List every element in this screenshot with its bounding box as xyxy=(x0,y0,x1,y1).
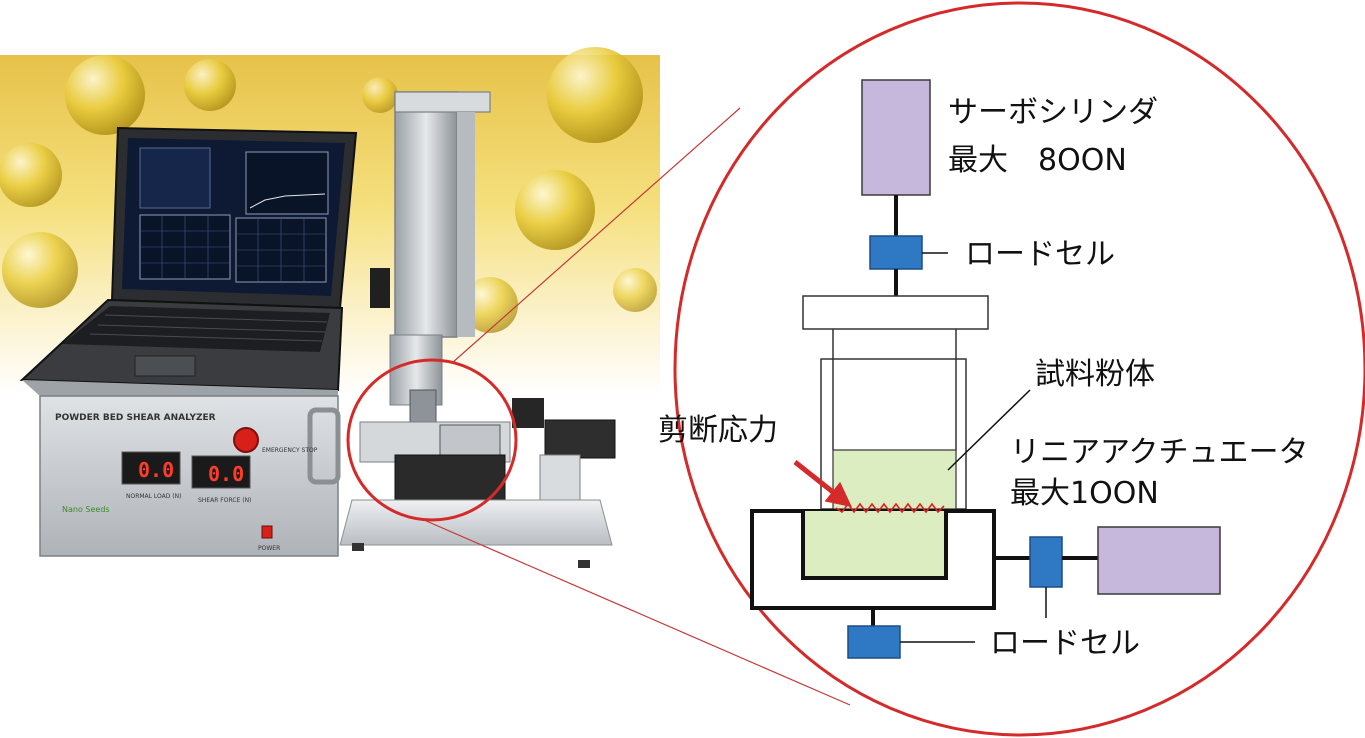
bubble xyxy=(2,232,78,308)
servo-cylinder-label: サーボシリンダ xyxy=(948,95,1158,130)
sample-powder-leader xyxy=(947,389,1031,471)
foot xyxy=(578,560,590,568)
screen-panel xyxy=(139,147,211,209)
column-arm xyxy=(394,91,491,113)
laptop xyxy=(19,126,358,392)
controller-front xyxy=(39,395,339,557)
powder-upper xyxy=(832,449,957,510)
bubble xyxy=(613,268,657,312)
zoom-region-ellipse xyxy=(346,358,518,522)
emergency-stop-button[interactable] xyxy=(233,427,259,453)
product-photo: POWDER BED SHEAR ANALYZER 0.0 0.0 NORMAL… xyxy=(0,47,660,568)
schematic-diagram: サーボシリンダ 最大 8OON ロードセル 試料粉体 剪断応力 リニアアクチュエ… xyxy=(658,1,1365,737)
stage-block xyxy=(439,424,501,456)
emergency-stop-label: EMERGENCY STOP xyxy=(262,447,318,454)
servo-max-label: 最大 8OON xyxy=(948,143,1127,178)
bubble xyxy=(65,55,145,135)
normal-load-display xyxy=(121,451,181,485)
normal-load-label: NORMAL LOAD (N) xyxy=(126,493,181,500)
shear-tester-rig xyxy=(339,91,616,568)
controller-box: POWDER BED SHEAR ANALYZER 0.0 0.0 NORMAL… xyxy=(22,380,341,557)
shear-stress-arrow xyxy=(793,460,852,508)
linear-actuator-label: リニアアクチュエータ xyxy=(1010,435,1309,470)
bubble xyxy=(462,277,518,333)
shear-force-label: SHEAR FORCE (N) xyxy=(198,497,251,504)
sensor-box xyxy=(370,268,390,308)
load-cell-side xyxy=(1029,536,1063,588)
normal-load-value: 0.0 xyxy=(138,458,174,482)
motor-block xyxy=(512,398,544,428)
bubble xyxy=(0,143,62,207)
column-side xyxy=(457,112,475,337)
shear-plane-line xyxy=(835,502,945,514)
motor xyxy=(544,419,616,459)
rig-base xyxy=(339,499,613,546)
linear-actuator-box xyxy=(1097,526,1221,595)
shear-force-value: 0.0 xyxy=(208,462,244,486)
load-cell-top-label: ロードセル xyxy=(965,237,1115,272)
laptop-touchpad xyxy=(134,355,196,377)
sample-powder-label: 試料粉体 xyxy=(1035,357,1155,392)
power-label: POWER xyxy=(258,545,280,552)
load-cell-bottom-label: ロードセル xyxy=(990,626,1140,661)
bubble xyxy=(362,77,398,113)
bubble xyxy=(184,59,236,111)
zoom-connector-bottom xyxy=(423,519,851,706)
bubble xyxy=(515,170,595,250)
press-plate xyxy=(802,295,989,330)
bubble xyxy=(547,47,643,143)
column xyxy=(394,91,458,338)
controller-handle xyxy=(307,407,341,485)
servo-cylinder-box xyxy=(861,79,931,196)
lower-cell-cavity xyxy=(801,511,948,580)
shear-stress-label: 剪断応力 xyxy=(658,413,778,448)
power-switch[interactable] xyxy=(261,525,273,539)
screen-grid xyxy=(140,215,326,282)
load-cell-bottom xyxy=(847,625,901,659)
shear-force-display xyxy=(191,455,251,489)
keyboard-keys xyxy=(89,314,328,342)
load-cell-top xyxy=(869,235,923,270)
foot xyxy=(352,543,364,551)
screen-graph-line xyxy=(249,193,326,209)
controller-title: POWDER BED SHEAR ANALYZER xyxy=(55,413,216,423)
screen-graph xyxy=(245,151,329,215)
brand-logo-text: Nano Seeds xyxy=(62,505,110,514)
laptop-keyboard xyxy=(62,306,330,352)
zoom-connector-top xyxy=(451,107,741,364)
actuator-max-label: 最大1OON xyxy=(1010,476,1159,511)
